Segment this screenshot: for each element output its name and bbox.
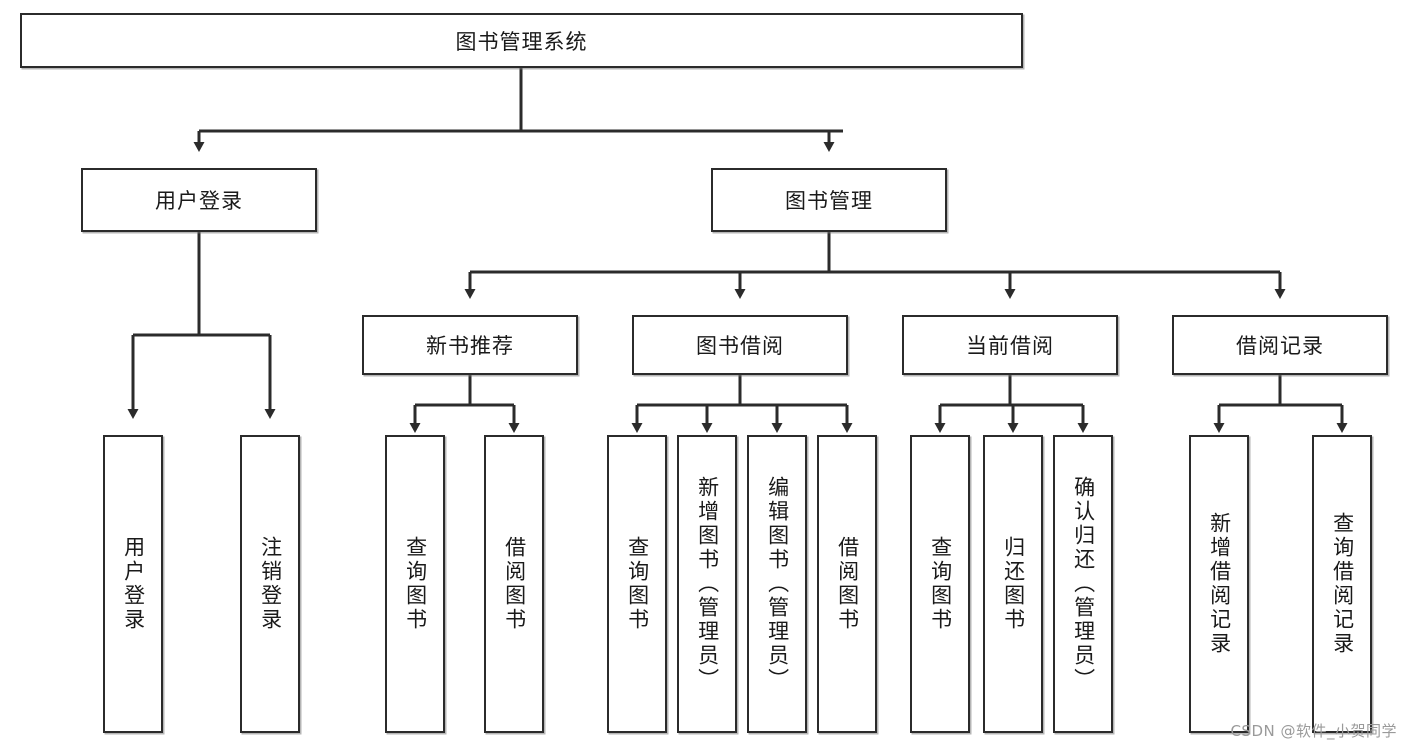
leaf-current-query-book[interactable]: 查询图书 xyxy=(910,435,970,733)
leaf-borrow-query-book[interactable]: 查询图书 xyxy=(607,435,667,733)
leaf-borrow-query-book-label: 查询图书 xyxy=(625,536,650,632)
leaf-add-book-admin-label: 新增图书（管理员） xyxy=(695,476,720,692)
leaf-return-book-label: 归还图书 xyxy=(1001,536,1026,632)
watermark: CSDN @软件_小贺同学 xyxy=(1230,722,1397,740)
leaf-newbook-query-book[interactable]: 查询图书 xyxy=(385,435,445,733)
leaf-query-borrow-record-label: 查询借阅记录 xyxy=(1330,512,1355,656)
node-book-borrow-label: 图书借阅 xyxy=(696,334,784,358)
leaf-logout[interactable]: 注销登录 xyxy=(240,435,300,733)
leaf-add-book-admin[interactable]: 新增图书（管理员） xyxy=(677,435,737,733)
leaf-newbook-borrow-book[interactable]: 借阅图书 xyxy=(484,435,544,733)
leaf-user-login[interactable]: 用户登录 xyxy=(103,435,163,733)
leaf-confirm-return-admin-label: 确认归还（管理员） xyxy=(1071,476,1096,692)
node-borrow-record-label: 借阅记录 xyxy=(1236,334,1324,358)
node-user-login[interactable]: 用户登录 xyxy=(81,168,317,232)
leaf-edit-book-admin[interactable]: 编辑图书（管理员） xyxy=(747,435,807,733)
node-root-label: 图书管理系统 xyxy=(455,29,588,54)
leaf-query-borrow-record[interactable]: 查询借阅记录 xyxy=(1312,435,1372,733)
node-current-borrow[interactable]: 当前借阅 xyxy=(902,315,1118,375)
node-book-management-label: 图书管理 xyxy=(785,189,873,213)
leaf-borrow-book-label: 借阅图书 xyxy=(835,536,860,632)
node-book-borrow[interactable]: 图书借阅 xyxy=(632,315,848,375)
node-current-borrow-label: 当前借阅 xyxy=(966,334,1054,358)
leaf-add-borrow-record[interactable]: 新增借阅记录 xyxy=(1189,435,1249,733)
leaf-user-login-label: 用户登录 xyxy=(121,536,146,632)
leaf-newbook-borrow-book-label: 借阅图书 xyxy=(502,536,527,632)
leaf-confirm-return-admin[interactable]: 确认归还（管理员） xyxy=(1053,435,1113,733)
leaf-return-book[interactable]: 归还图书 xyxy=(983,435,1043,733)
leaf-logout-label: 注销登录 xyxy=(258,536,283,632)
node-root[interactable]: 图书管理系统 xyxy=(20,13,1023,68)
node-new-book-recommend[interactable]: 新书推荐 xyxy=(362,315,578,375)
node-user-login-label: 用户登录 xyxy=(155,189,243,213)
leaf-borrow-book[interactable]: 借阅图书 xyxy=(817,435,877,733)
node-borrow-record[interactable]: 借阅记录 xyxy=(1172,315,1388,375)
node-book-management[interactable]: 图书管理 xyxy=(711,168,947,232)
node-new-book-recommend-label: 新书推荐 xyxy=(426,334,514,358)
leaf-edit-book-admin-label: 编辑图书（管理员） xyxy=(765,476,790,692)
leaf-add-borrow-record-label: 新增借阅记录 xyxy=(1207,512,1232,656)
leaf-newbook-query-book-label: 查询图书 xyxy=(403,536,428,632)
leaf-current-query-book-label: 查询图书 xyxy=(928,536,953,632)
